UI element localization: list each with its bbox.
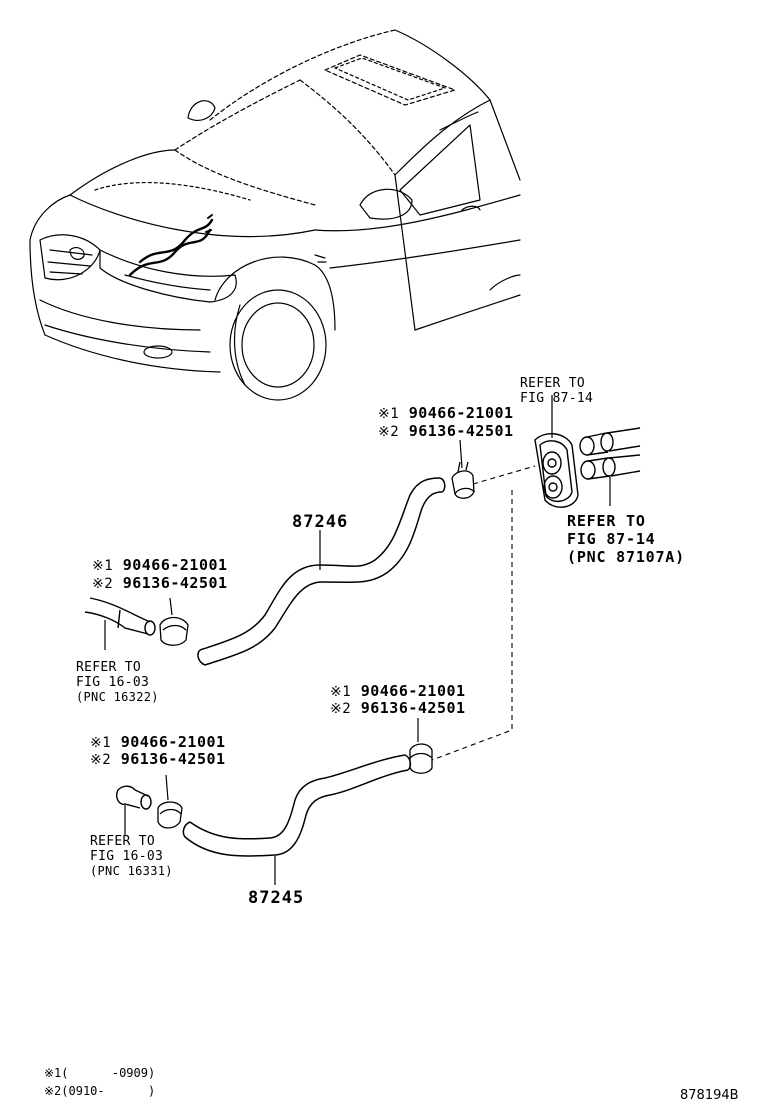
hose-87246-label: 87246 <box>292 512 349 532</box>
callout-left-lower-line1: ※1 90466-21001 <box>90 733 226 751</box>
reference-engine-lower: REFER TO FIG 16-03 (PNC 16331) <box>90 834 173 879</box>
callout-right-lower-line1: ※1 90466-21001 <box>330 682 466 700</box>
footnote-mark: ※1 <box>44 1066 62 1080</box>
reference-heater-unit: REFER TO FIG 87-14 <box>520 376 593 406</box>
reference-line1: REFER TO <box>90 834 156 849</box>
heater-pipes <box>579 427 641 506</box>
footnote-text: ( -0909) <box>61 1066 156 1080</box>
part-number: 90466-21001 <box>360 682 466 700</box>
reference-line2: FIG 16-03 <box>76 675 150 690</box>
reference-line2: FIG 87-14 <box>567 530 656 548</box>
part-number: 96136-42501 <box>408 422 514 440</box>
hose-87245-label: 87245 <box>248 888 305 908</box>
heater-grommet <box>534 395 579 508</box>
footnote-mark: ※2 <box>44 1084 62 1098</box>
figure-id: 878194B <box>680 1088 739 1103</box>
reference-line1: REFER TO <box>76 660 142 675</box>
callout-left-upper-line1: ※1 90466-21001 <box>92 556 228 574</box>
note-mark: ※2 <box>330 701 352 717</box>
reference-line3: (PNC 87107A) <box>567 548 685 566</box>
engine-pipe-lower <box>116 785 152 835</box>
note-mark: ※1 <box>90 735 112 751</box>
reference-line2: FIG 16-03 <box>90 849 164 864</box>
note-mark: ※1 <box>92 558 114 574</box>
callout-top-line2: ※2 96136-42501 <box>378 422 514 440</box>
clamp-left-lower <box>157 774 183 829</box>
callout-top-line1: ※1 90466-21001 <box>378 404 514 422</box>
footnote-text: (0910- ) <box>61 1084 156 1098</box>
engine-pipe-upper <box>84 597 156 650</box>
reference-heater-pipes: REFER TO FIG 87-14 (PNC 87107A) <box>567 512 685 566</box>
footnotes: ※1( -0909) ※2(0910- ) <box>44 1064 155 1100</box>
callout-right-lower-line2: ※2 96136-42501 <box>330 699 466 717</box>
clamp-left-upper <box>159 597 189 646</box>
part-number: 96136-42501 <box>122 574 228 592</box>
footnote-1: ※1( -0909) <box>44 1064 155 1082</box>
reference-line3: (PNC 16322) <box>76 690 159 704</box>
note-mark: ※2 <box>378 424 400 440</box>
footnote-2: ※2(0910- ) <box>44 1082 155 1100</box>
note-mark: ※1 <box>330 684 352 700</box>
reference-line2: FIG 87-14 <box>520 391 594 406</box>
callout-left-lower-line2: ※2 96136-42501 <box>90 750 226 768</box>
reference-line3: (PNC 16331) <box>90 864 173 878</box>
reference-engine-upper: REFER TO FIG 16-03 (PNC 16322) <box>76 660 159 705</box>
part-number: 90466-21001 <box>120 733 226 751</box>
part-number: 90466-21001 <box>122 556 228 574</box>
callout-left-upper-line2: ※2 96136-42501 <box>92 574 228 592</box>
car-illustration <box>29 29 521 401</box>
reference-line1: REFER TO <box>520 376 586 391</box>
hose-87246 <box>197 477 446 666</box>
part-number: 90466-21001 <box>408 404 514 422</box>
reference-line1: REFER TO <box>567 512 646 530</box>
part-number: 96136-42501 <box>360 699 466 717</box>
clamp-right-lower <box>409 718 433 774</box>
hose-87245 <box>182 754 412 885</box>
note-mark: ※1 <box>378 406 400 422</box>
connection-lines <box>431 465 536 761</box>
part-number: 96136-42501 <box>120 750 226 768</box>
note-mark: ※2 <box>92 576 114 592</box>
note-mark: ※2 <box>90 752 112 768</box>
clamp-top <box>451 439 475 499</box>
